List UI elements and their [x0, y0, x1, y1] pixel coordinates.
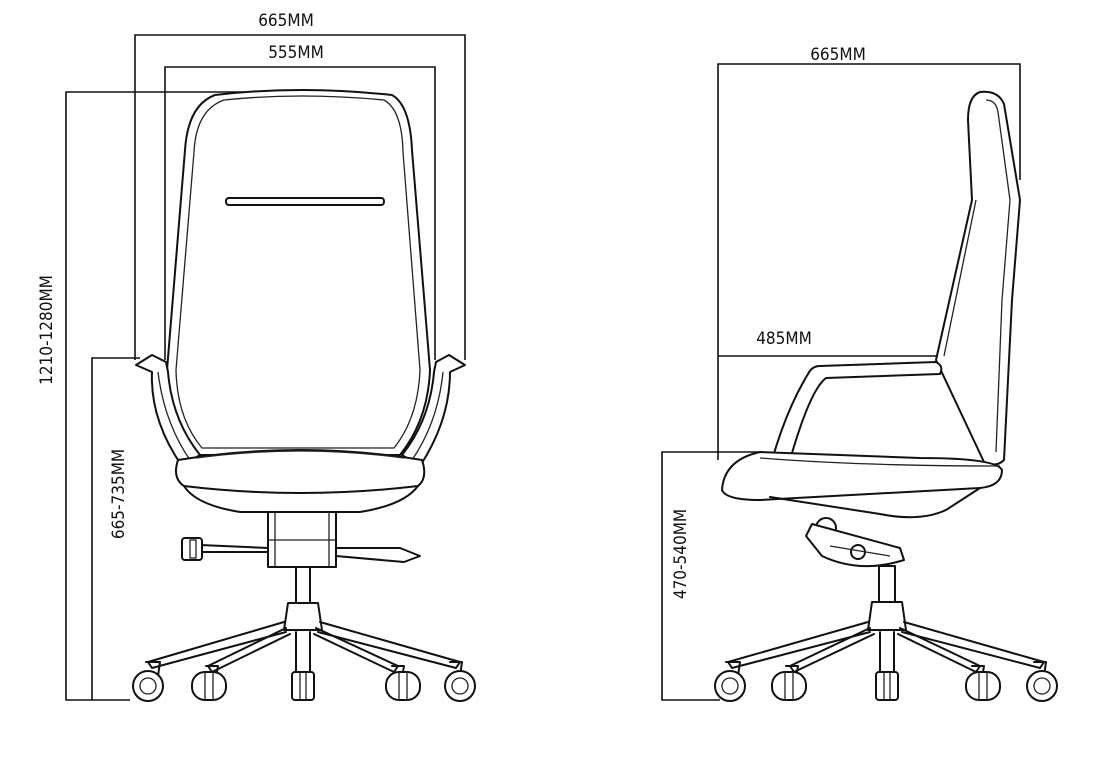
front-gas-column: [295, 566, 311, 604]
front-armrest-height-dimension: [91, 357, 140, 700]
front-seat-width-label: 555MM: [268, 43, 324, 63]
front-chair-seat: [175, 449, 426, 513]
caster: [771, 665, 807, 701]
caster: [385, 665, 421, 701]
front-overall-width-dimension: [134, 34, 466, 360]
side-seat-height-dimension: [661, 451, 762, 701]
side-chair-seat: [721, 451, 1003, 519]
front-chair-mechanism: [181, 511, 421, 568]
caster: [875, 671, 899, 701]
front-overall-width-label: 665MM: [258, 11, 314, 31]
front-casters: [132, 661, 476, 702]
front-right-armrest: [401, 354, 466, 467]
front-chair-base: [147, 602, 461, 673]
lumbar-handle: [225, 197, 385, 206]
caster: [132, 661, 164, 702]
side-casters: [714, 661, 1058, 702]
caster: [291, 671, 315, 701]
front-chair-backrest: [166, 89, 431, 456]
caster: [444, 661, 476, 702]
side-seat-depth-label: 485MM: [756, 329, 812, 349]
side-seat-height-label: 470-540MM: [671, 509, 691, 599]
front-left-armrest: [135, 354, 201, 467]
caster: [1026, 661, 1058, 702]
caster: [965, 665, 1001, 701]
side-chair-base: [727, 601, 1045, 673]
caster: [714, 661, 746, 702]
side-gas-column: [878, 565, 896, 603]
side-chair-backrest: [935, 90, 1021, 466]
front-overall-height-label: 1210-1280MM: [37, 275, 57, 385]
side-overall-depth-dimension: [717, 63, 1021, 460]
front-view: 665MM 555MM 1210-1280MM 665-735MM: [37, 11, 476, 702]
front-armrest-height-label: 665-735MM: [109, 449, 129, 539]
side-overall-depth-label: 665MM: [810, 45, 866, 65]
front-overall-height-dimension: [65, 91, 270, 701]
caster: [191, 665, 227, 701]
front-seat-width-dimension: [164, 66, 436, 360]
side-view: 665MM 485MM 470-540MM: [661, 45, 1058, 702]
side-chair-mechanism: [805, 517, 905, 568]
